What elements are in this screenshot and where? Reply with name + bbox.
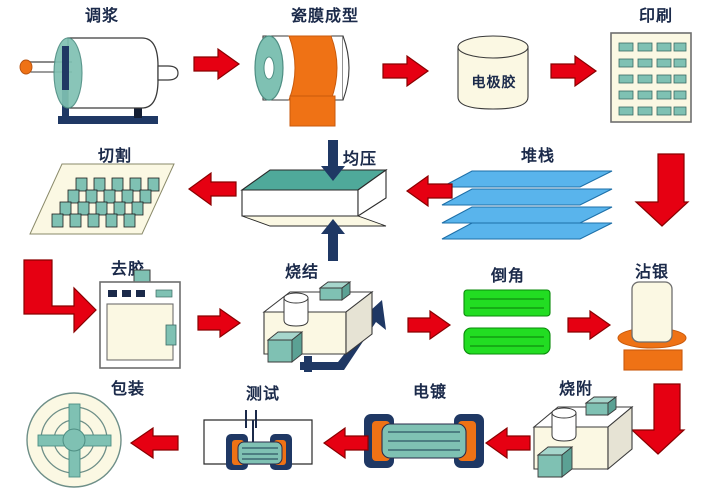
node-printing-sheet <box>608 30 694 125</box>
node-isostatic-press <box>240 160 400 235</box>
node-slurry-mixer <box>10 28 185 128</box>
arrow-debinding-to-sintering <box>196 307 242 339</box>
label-casting: 瓷膜成型 <box>290 6 359 25</box>
node-casting-roll <box>243 28 363 128</box>
arrow-firing-to-plating <box>484 426 532 460</box>
arrow-pressing-to-cutting <box>186 171 238 207</box>
arrow-sintering-to-chamfering <box>406 309 452 341</box>
node-silver-dipping <box>608 280 698 372</box>
node-plated-capacitor <box>362 408 486 474</box>
label-sintering: 烧结 <box>284 262 319 281</box>
arrow-chamfering-to-silvering <box>566 309 612 341</box>
label-stacking: 堆栈 <box>520 146 555 165</box>
label-printing: 印刷 <box>638 6 673 25</box>
arrow-plating-to-testing <box>322 426 370 460</box>
label-firing: 烧附 <box>558 379 593 398</box>
label-slurry: 调浆 <box>84 6 119 25</box>
arrow-press-up <box>320 217 346 262</box>
arrow-testing-to-packaging <box>128 426 180 460</box>
node-debinding-oven <box>96 269 186 370</box>
arrow-silvering-to-firing <box>616 382 688 458</box>
node-packaging-reel <box>24 390 124 490</box>
arrow-press-down <box>320 140 346 182</box>
arrow-printing-to-stacking <box>618 152 690 230</box>
node-chamfering-bars <box>462 288 554 360</box>
node-electrode-paste <box>452 35 534 115</box>
label-chamfering: 倒角 <box>490 266 525 285</box>
node-sintering-furnace <box>258 278 398 373</box>
label-pressing: 均压 <box>342 149 377 168</box>
label-packaging: 包装 <box>110 379 145 398</box>
arrow-slurry-to-casting <box>192 47 242 81</box>
arrow-paste-to-printing <box>549 54 599 88</box>
label-testing: 测试 <box>245 384 280 403</box>
label-paste: 电极胶 <box>471 75 517 91</box>
label-silvering: 沾银 <box>634 262 669 281</box>
label-cutting: 切割 <box>97 146 132 165</box>
label-plating: 电镀 <box>412 382 447 401</box>
arrow-casting-to-paste <box>381 54 431 88</box>
arrow-cutting-to-debinding <box>22 258 98 336</box>
node-testing-circuit <box>198 402 318 482</box>
node-cutting-blocks <box>28 160 178 240</box>
node-stacking-layers <box>440 163 620 243</box>
node-firing-furnace <box>528 395 638 487</box>
arrow-stacking-to-pressing <box>404 174 454 208</box>
